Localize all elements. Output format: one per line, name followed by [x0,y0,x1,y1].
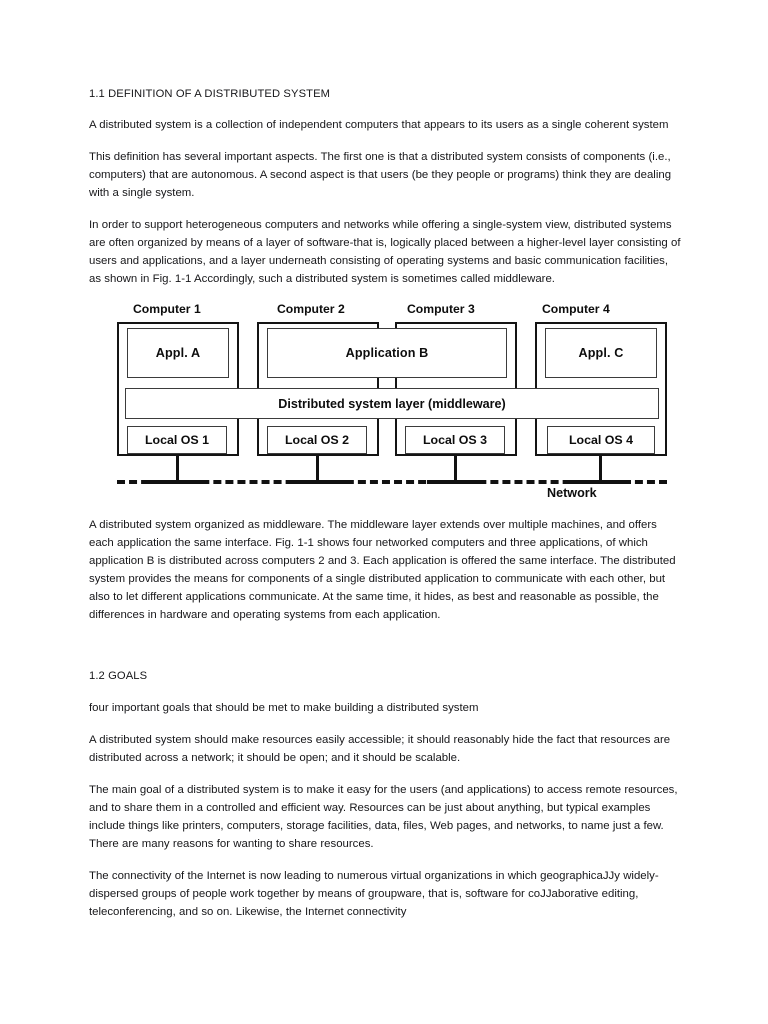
network-drop-line-4 [599,456,602,483]
paragraph-goals-summary: A distributed system should make resourc… [89,733,671,764]
network-bus-dashed [117,480,667,485]
application-box-application-b: Application B [267,328,507,379]
figure-canvas: Computer 1 Computer 2 Computer 3 Compute… [117,302,667,502]
network-drop-line-2 [316,456,319,483]
computer-2-label: Computer 2 [277,302,345,317]
network-label: Network [547,486,597,501]
computer-1-label: Computer 1 [133,302,201,317]
computer-4-label: Computer 4 [542,302,610,317]
application-box-appl-a: Appl. A [127,328,229,379]
network-bus-segment-1 [143,480,205,485]
section-heading-1-2: 1.2 GOALS [89,670,148,683]
local-os-box-1: Local OS 1 [127,426,227,455]
figure-1-1-distributed-system-middleware: Computer 1 Computer 2 Computer 3 Compute… [89,302,683,502]
computer-3-label: Computer 3 [407,302,475,317]
paragraph-resource-sharing: The main goal of a distributed system is… [89,783,678,850]
page-content: 1.1 DEFINITION OF A DISTRIBUTED SYSTEM A… [89,86,683,935]
local-os-box-2: Local OS 2 [267,426,367,455]
network-bus-segment-3 [427,480,485,485]
network-bus-segment-4 [569,480,631,485]
section-spacer [89,638,683,668]
paragraph-internet-connectivity: The connectivity of the Internet is now … [89,869,659,918]
network-bus-segment-2 [287,480,347,485]
application-box-appl-c: Appl. C [545,328,657,379]
paragraph-aspects: This definition has several important as… [89,151,672,200]
middleware-layer-box: Distributed system layer (middleware) [125,388,659,420]
network-drop-line-3 [454,456,457,483]
local-os-box-3: Local OS 3 [405,426,505,455]
network-bus-layer: Network [117,456,667,502]
local-os-box-4: Local OS 4 [547,426,655,455]
computer-labels-row: Computer 1 Computer 2 Computer 3 Compute… [117,302,667,322]
application-boxes-row: Appl. A Application B Appl. C [117,328,667,379]
paragraph-definition: A distributed system is a collection of … [89,119,669,132]
network-drop-line-1 [176,456,179,483]
paragraph-middleware-intro: In order to support heterogeneous comput… [89,219,681,286]
paragraph-figure-caption: A distributed system organized as middle… [89,519,676,622]
local-os-boxes-row: Local OS 1 Local OS 2 Local OS 3 Local O… [117,426,667,455]
paragraph-goals-intro: four important goals that should be met … [89,701,479,714]
section-heading-1-1: 1.1 DEFINITION OF A DISTRIBUTED SYSTEM [89,88,331,100]
